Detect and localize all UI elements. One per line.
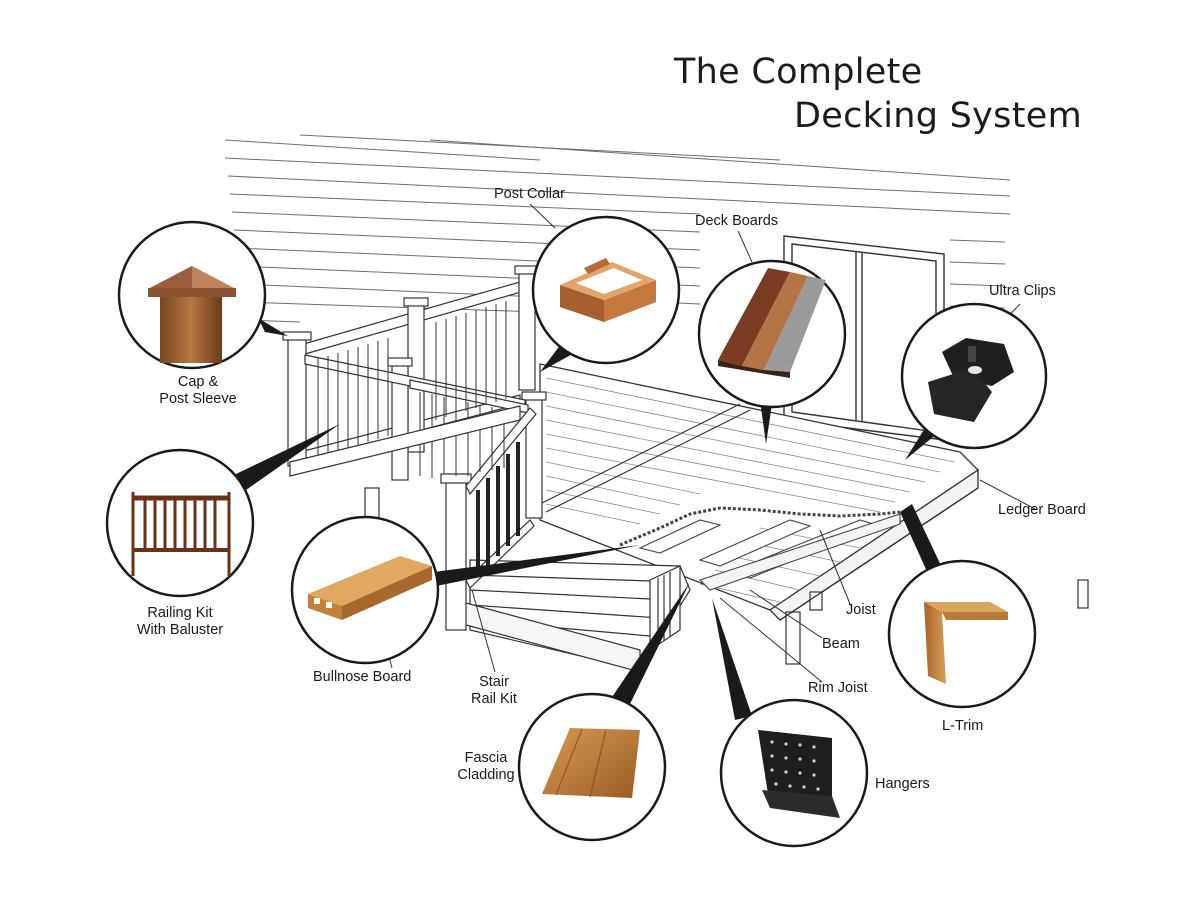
post-collar-image [560, 258, 656, 322]
label-fascia-line1: Fascia [464, 750, 508, 766]
label-railing-line2: With Baluster [136, 622, 224, 638]
label-cap-line1: Cap & [177, 374, 219, 390]
title-line-2: Decking System [794, 96, 1082, 136]
label-bullnose-board: Bullnose Board [313, 669, 412, 685]
label-hangers: Hangers [875, 776, 930, 792]
cutaway-edge [619, 506, 901, 547]
label-stair-line1: Stair [479, 674, 509, 690]
ultra-clips-image [928, 338, 1014, 422]
support-posts [364, 487, 1089, 665]
label-deck-boards: Deck Boards [695, 213, 779, 229]
label-cap-post-sleeve: Cap & Post Sleeve [148, 374, 248, 408]
title-line-1: The Complete [674, 52, 923, 92]
stair-balusters [476, 442, 520, 576]
label-railing-kit: Railing Kit With Baluster [128, 605, 232, 639]
label-railing-line1: Railing Kit [147, 605, 213, 621]
cap-post-sleeve-image [148, 266, 236, 363]
label-stair-rail-kit: Stair Rail Kit [462, 674, 526, 708]
house-siding [224, 134, 1011, 323]
fascia-cladding-image [542, 728, 640, 798]
label-rim-joist: Rim Joist [808, 680, 868, 696]
label-l-trim: L-Trim [942, 718, 984, 734]
label-joist: Joist [846, 602, 876, 618]
exposed-frame [638, 513, 901, 591]
label-beam: Beam [822, 636, 860, 652]
label-fascia-line2: Cladding [457, 767, 515, 783]
l-trim-image [924, 602, 1008, 684]
deck-boards-image [718, 268, 826, 378]
railing-kit-image [131, 492, 231, 576]
l-trim-circle [887, 559, 1037, 709]
bullnose-board-image [308, 556, 432, 620]
pointer-wedges [236, 318, 944, 720]
railings [282, 265, 547, 631]
label-post-collar: Post Collar [494, 186, 565, 202]
label-ledger-board: Ledger Board [998, 502, 1086, 518]
label-ultra-clips: Ultra Clips [989, 283, 1056, 299]
label-stair-line2: Rail Kit [471, 691, 517, 707]
leader-lines [379, 203, 1036, 683]
hangers-image [758, 730, 840, 818]
label-cap-line2: Post Sleeve [159, 391, 237, 407]
railing-kit-circle [105, 448, 255, 598]
label-fascia-cladding: Fascia Cladding [446, 750, 526, 784]
